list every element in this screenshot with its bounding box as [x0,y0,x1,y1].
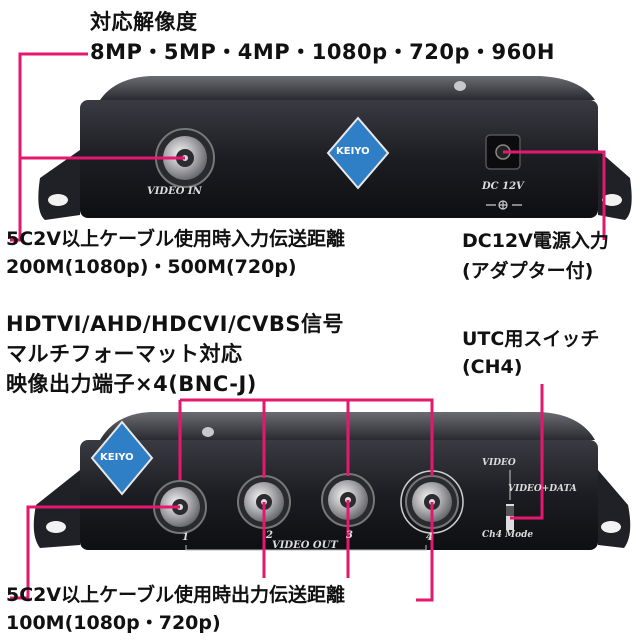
callout-input-cable [10,156,185,242]
bottom-right-mount-hole [601,521,621,533]
port-number-1: 1 [182,532,189,543]
callout-lines [10,52,606,602]
signal-format-line1: HDTVI/AHD/HDCVI/CVBS信号 [6,312,344,336]
top-right-mount-hole [602,194,622,206]
callout-power [503,150,606,240]
top-device [38,76,632,220]
signal-format-line2: マルチフォーマット対応 [6,342,243,366]
input-cable-distance-line2: 200M(1080p)・500M(720p) [6,256,297,278]
top-logo-emblem [326,116,390,190]
utc-switch-knob [506,506,514,516]
callout-signal-4 [348,398,434,476]
output-cable-distance-line2: 100M(1080p・720p) [6,612,221,634]
top-left-flange [38,150,80,220]
callout-resolution [18,52,88,170]
top-left-mount-hole [48,194,68,206]
resolution-title: 対応解像度 [90,10,198,34]
bottom-logo-emblem [90,420,154,496]
ch4-mode-label: Ch4 Mode [482,530,534,540]
bottom-lid-screw [202,427,214,437]
switch-video-data-label: VIDEO+DATA [508,484,577,494]
port-number-2: 2 [266,530,273,541]
switch-video-label: VIDEO [482,458,516,468]
top-logo-text: KEIYO [336,146,370,157]
resolution-list: 8MP・5MP・4MP・1080p・720p・960H [90,40,555,64]
video-out-label: VIDEO OUT [272,540,338,551]
port-number-4: 4 [426,532,433,543]
bottom-left-flange [33,470,80,548]
callout-output-cable-left [10,505,180,600]
top-lid-screw [454,81,466,91]
bnc-out-1 [153,480,207,534]
power-input-line1: DC12V電源入力 [462,230,609,252]
video-in-label: VIDEO IN [147,186,202,197]
dc-polarity-icon [486,201,522,209]
input-cable-distance-line1: 5C2V以上ケーブル使用時入力伝送距離 [6,228,345,250]
dc-label: DC 12V [482,181,524,192]
video-out-bracket [185,545,427,551]
callout-output-4 [416,502,434,602]
power-input-line2: (アダプター付) [462,260,594,282]
port-number-3: 3 [346,530,353,541]
utc-switch-line2: (CH4) [462,356,523,378]
bottom-right-flange [598,470,631,548]
utc-switch-line1: UTC用スイッチ [462,328,600,350]
bottom-left-mount-hole [46,521,66,533]
bottom-logo-text: KEIYO [100,452,134,463]
top-device-lid [100,76,595,100]
output-cable-distance-line1: 5C2V以上ケーブル使用時出力伝送距離 [6,584,345,606]
signal-format-line3: 映像出力端子×4(BNC-J) [6,372,257,396]
callout-utc [510,384,544,520]
